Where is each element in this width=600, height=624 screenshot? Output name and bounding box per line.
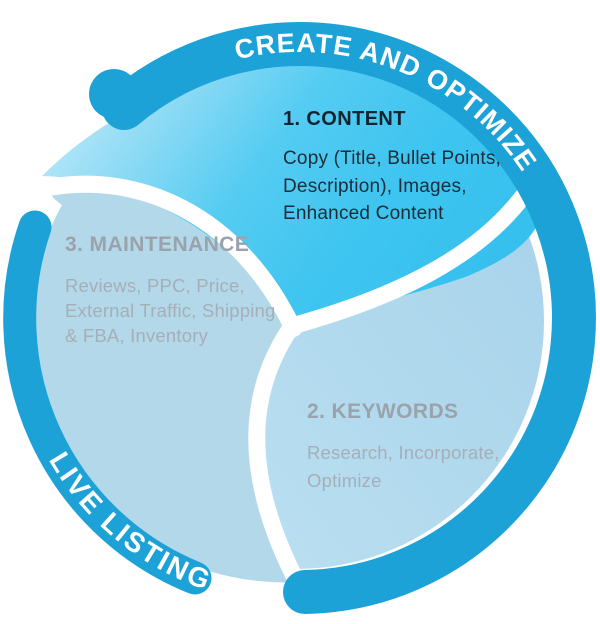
outer-band-top-right [102,22,596,614]
outer-band-bottom-left [3,210,212,595]
maintenance-text-block: 3. MAINTENANCE Reviews, PPC, Price, Exte… [65,233,276,348]
keywords-text-block: 2. KEYWORDS Research, Incorporate, Optim… [307,400,500,495]
keywords-heading: 2. KEYWORDS [307,400,459,423]
content-line: Copy (Title, Bullet Points, [283,148,501,169]
maintenance-line: & FBA, Inventory [65,325,209,346]
maintenance-line: External Traffic, Shipping [65,300,276,321]
content-line: Description), Images, [283,175,467,197]
maintenance-line: Reviews, PPC, Price, [65,275,245,296]
content-text-block: 1. CONTENT Copy (Title, Bullet Points, D… [283,107,501,228]
maintenance-segment-shape [30,188,297,583]
content-line: Enhanced Content [283,203,444,224]
keywords-line: Research, Incorporate, [307,442,500,463]
outer-band-start-cap [89,69,139,119]
divider-right [283,186,533,335]
divider-left [37,175,301,335]
content-segment-shape [42,61,545,329]
divider-bottom [248,317,307,593]
keywords-line: Optimize [307,470,382,491]
maintenance-heading: 3. MAINTENANCE [65,233,250,256]
divider-junction [283,317,303,337]
content-heading: 1. CONTENT [283,108,406,130]
